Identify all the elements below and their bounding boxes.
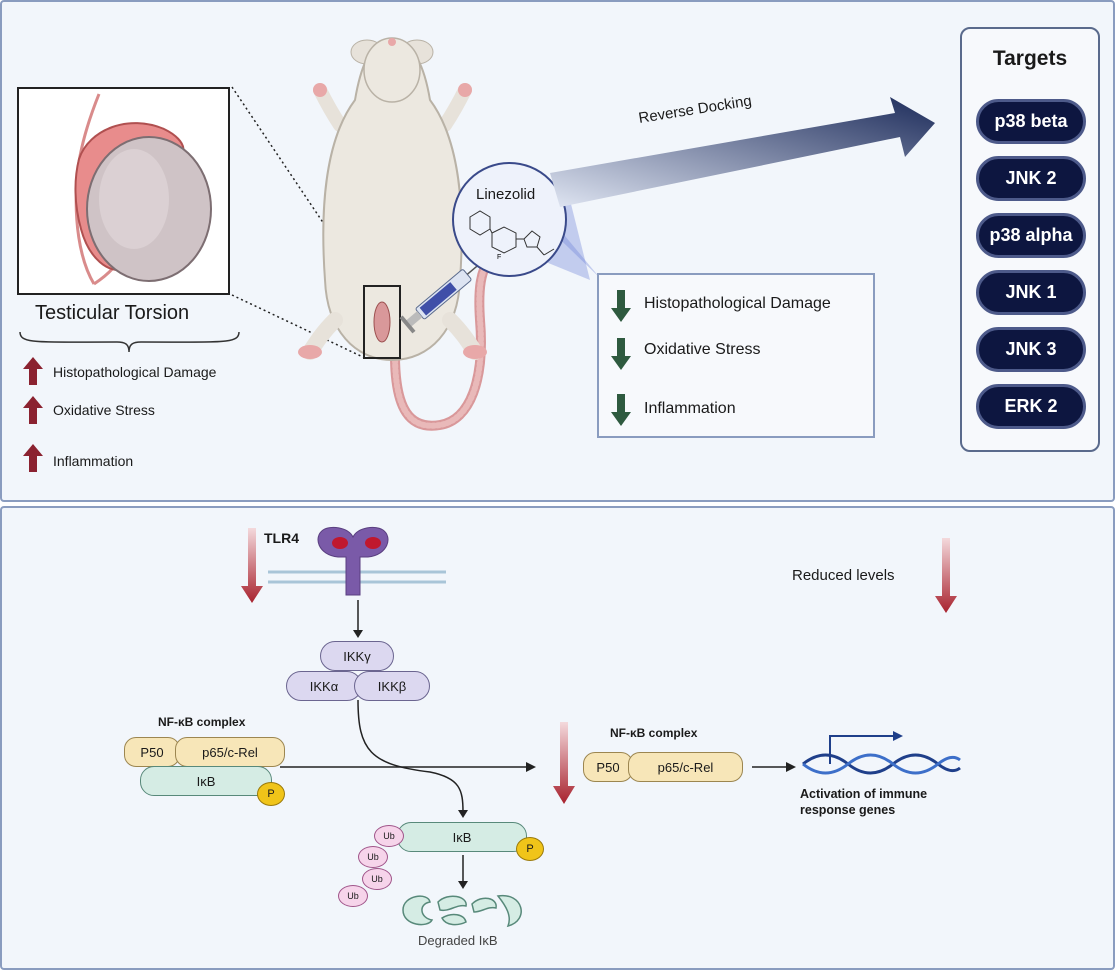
testis-illustration <box>74 93 212 286</box>
torsion-effect-2: Oxidative Stress <box>53 402 155 418</box>
p65-left: p65/c-Rel <box>175 737 285 767</box>
target-p38-alpha: p38 alpha <box>976 213 1086 258</box>
torsion-brace <box>19 331 240 353</box>
ubiquitin: Ub <box>358 846 388 868</box>
reverse-docking-arrow <box>550 97 935 207</box>
ubiquitin: Ub <box>374 825 404 847</box>
nfkb-label-right: NF-κB complex <box>610 726 698 740</box>
ikk-gamma: IKKγ <box>320 641 394 671</box>
ikk-beta: IKKβ <box>354 671 430 701</box>
arrow-to-genes <box>752 762 796 772</box>
linezolid-circle: Linezolid F <box>452 162 567 277</box>
up-arrow-icon <box>23 444 43 472</box>
target-jnk3: JNK 3 <box>976 327 1086 372</box>
ikb-left: IκB <box>140 766 272 796</box>
p50-left: P50 <box>124 737 180 767</box>
activation-label: Activation of immune response genes <box>800 787 928 817</box>
p50-right: P50 <box>583 752 633 782</box>
reduced-arrow-icon <box>935 538 957 613</box>
arrow-to-ikk <box>353 600 363 638</box>
target-p38-beta: p38 beta <box>976 99 1086 144</box>
target-jnk1: JNK 1 <box>976 270 1086 315</box>
linezolid-effect-1: Histopathological Damage <box>644 295 831 312</box>
dna-helix <box>802 731 961 775</box>
linezolid-label: Linezolid <box>476 186 536 203</box>
torsion-effect-1: Histopathological Damage <box>53 364 217 380</box>
down-arrow-icon <box>611 338 631 370</box>
svg-text:F: F <box>497 254 501 261</box>
nfkb-label-left: NF-κB complex <box>158 715 246 729</box>
phospho-mid: P <box>516 837 544 861</box>
target-erk2: ERK 2 <box>976 384 1086 429</box>
testis-inset <box>17 87 230 295</box>
targets-title: Targets <box>992 47 1068 70</box>
phospho-left: P <box>257 782 285 806</box>
ubiquitin: Ub <box>338 885 368 907</box>
linezolid-effect-3: Inflammation <box>644 400 736 417</box>
down-arrow-icon <box>611 394 631 426</box>
torsion-effect-3: Inflammation <box>53 453 134 469</box>
linezolid-effects-box: Histopathological Damage Oxidative Stres… <box>597 273 875 438</box>
ubiquitin: Ub <box>362 868 392 890</box>
tlr4-receptor <box>268 526 446 596</box>
reduced-levels-label: Reduced levels <box>792 567 895 584</box>
tlr4-label: TLR4 <box>264 530 299 546</box>
degraded-fragments <box>402 895 522 928</box>
ikk-alpha: IKKα <box>286 671 362 701</box>
up-arrow-icon <box>23 357 43 385</box>
up-arrow-icon <box>23 396 43 424</box>
reduced-arrow-icon <box>241 528 263 603</box>
linezolid-effect-2: Oxidative Stress <box>644 341 761 358</box>
torsion-title: Testicular Torsion <box>35 302 190 324</box>
linezolid-structure: F <box>469 210 555 261</box>
down-arrow-icon <box>611 290 631 322</box>
arrow-to-degradation <box>458 855 468 889</box>
reduced-arrow-icon <box>553 722 575 804</box>
degraded-ikb-label: Degraded IκB <box>418 933 498 948</box>
p65-right: p65/c-Rel <box>628 752 743 782</box>
ikb-ubiquitinated: IκB <box>397 822 527 852</box>
target-jnk2: JNK 2 <box>976 156 1086 201</box>
targets-box: Targets p38 beta JNK 2 p38 alpha JNK 1 J… <box>960 27 1100 452</box>
pathway-connectors <box>280 700 536 818</box>
